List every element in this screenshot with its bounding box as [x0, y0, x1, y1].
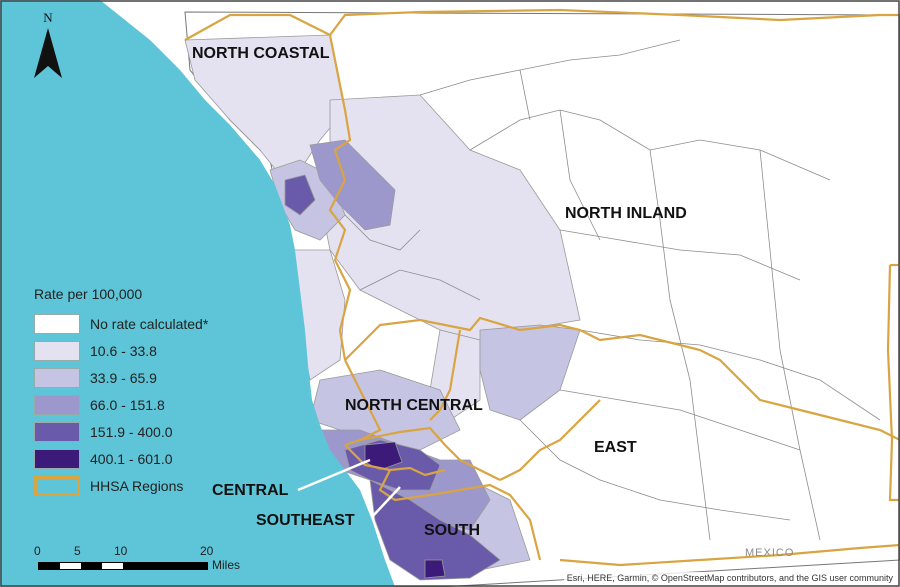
zone-c3-coastal: [309, 139, 396, 231]
legend-item: 400.1 - 601.0: [34, 445, 294, 472]
scale-tick: 20: [200, 544, 214, 558]
scale-bar-graphic: [38, 562, 208, 570]
legend-label: 151.9 - 400.0: [90, 423, 173, 440]
legend-swatch-c2: [34, 367, 80, 388]
legend-item: 33.9 - 65.9: [34, 364, 294, 391]
leader-line-southeast: [371, 486, 401, 518]
region-label-east: EAST: [594, 439, 637, 456]
legend-label: No rate calculated*: [90, 315, 209, 332]
scale-units: Miles: [212, 558, 241, 572]
legend-label: HHSA Regions: [90, 477, 184, 494]
scale-tick: 5: [74, 544, 81, 558]
legend-label: 66.0 - 151.8: [90, 396, 165, 413]
legend-item: No rate calculated*: [34, 310, 294, 337]
legend-swatch-no-rate: [34, 313, 80, 334]
zone-c5-central: [364, 441, 403, 471]
legend-item: 151.9 - 400.0: [34, 418, 294, 445]
scale-bar: 0 5 10 20 Miles: [34, 544, 274, 584]
legend-title: Rate per 100,000: [34, 286, 143, 302]
legend-label: 400.1 - 601.0: [90, 450, 173, 467]
region-label-southeast: SOUTHEAST: [256, 512, 355, 529]
zone-c4-south: [369, 479, 501, 581]
scale-ticks: 0 5 10 20: [34, 544, 274, 558]
ocean: [0, 0, 395, 587]
region-label-north-central: NORTH CENTRAL: [345, 397, 483, 414]
north-arrow: N: [30, 10, 66, 82]
legend-item: 10.6 - 33.8: [34, 337, 294, 364]
zone-c4-coast: [284, 174, 316, 216]
leader-line-central: [297, 458, 371, 492]
zone-c5-border: [424, 559, 446, 579]
legend-item: 66.0 - 151.8: [34, 391, 294, 418]
attribution-text: Esri, HERE, Garmin, © OpenStreetMap cont…: [563, 572, 896, 584]
map-legend: Rate per 100,000 No rate calculated* 10.…: [34, 286, 294, 499]
legend-swatch-c1: [34, 340, 80, 361]
legend-item: HHSA Regions: [34, 472, 294, 499]
legend-label: 33.9 - 65.9: [90, 369, 157, 386]
scale-tick: 0: [34, 544, 41, 558]
north-arrow-icon: N: [34, 10, 62, 78]
region-label-north-coastal: NORTH COASTAL: [192, 45, 330, 62]
legend-swatch-c5: [34, 448, 80, 469]
legend-swatch-hhsa: [34, 475, 80, 496]
legend-swatch-c4: [34, 421, 80, 442]
hhsa-region-outlines: [184, 8, 900, 567]
zone-boundaries: [344, 39, 881, 541]
region-label-central: CENTRAL: [212, 482, 289, 499]
svg-text:N: N: [43, 10, 53, 25]
legend-label: 10.6 - 33.8: [90, 342, 157, 359]
country-label-mexico: MEXICO: [745, 547, 794, 559]
legend-swatch-c3: [34, 394, 80, 415]
region-label-north-inland: NORTH INLAND: [565, 205, 687, 222]
region-label-south: SOUTH: [424, 522, 480, 539]
scale-tick: 10: [114, 544, 128, 558]
